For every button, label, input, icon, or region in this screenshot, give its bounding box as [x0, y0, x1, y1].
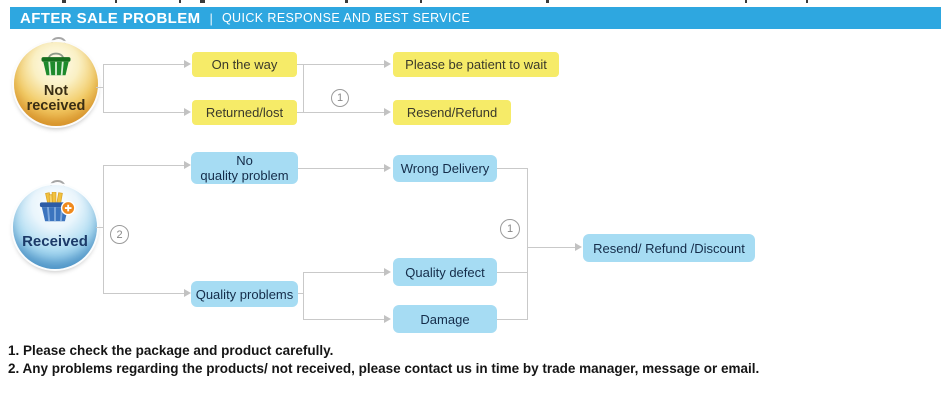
connector-line	[303, 64, 304, 113]
connector-line	[527, 247, 576, 248]
green-shopping-basket-icon	[36, 49, 76, 83]
clipped-text-artifact	[806, 0, 808, 3]
connector-line	[497, 272, 528, 273]
connector-line	[103, 165, 104, 294]
connector-line	[303, 319, 385, 320]
connector-line	[103, 64, 104, 113]
connector-line	[103, 112, 185, 113]
received-node: Received	[13, 185, 97, 269]
arrowhead-icon	[384, 164, 391, 172]
not-received-label-line2: received	[26, 98, 86, 114]
flow-node-returned-lost: Returned/lost	[192, 100, 297, 125]
flow-node-wrong-delivery: Wrong Delivery	[393, 155, 497, 182]
flow-node-quality-defect: Quality defect	[393, 258, 497, 286]
arrowhead-icon	[384, 315, 391, 323]
connector-line	[96, 87, 104, 88]
arrowhead-icon	[184, 289, 191, 297]
flow-node-please-be-patient: Please be patient to wait	[393, 52, 559, 77]
arrowhead-icon	[575, 243, 582, 251]
flow-node-resend-refund: Resend/Refund	[393, 100, 511, 125]
blue-shopping-basket-icon	[32, 191, 78, 230]
header-title: AFTER SALE PROBLEM	[20, 9, 201, 27]
connector-line	[298, 168, 385, 169]
clipped-text-artifact	[179, 0, 181, 3]
note-line-2: 2. Any problems regarding the products/ …	[8, 361, 760, 376]
connector-line	[103, 64, 185, 65]
arrowhead-icon	[184, 108, 191, 116]
received-label: Received	[22, 233, 88, 250]
header-separator: |	[209, 10, 213, 26]
flow-node-no-quality-problem: No quality problem	[191, 152, 298, 184]
connector-line	[497, 319, 528, 320]
flow-node-resend-refund-discount: Resend/ Refund /Discount	[583, 234, 755, 262]
arrowhead-icon	[184, 60, 191, 68]
connector-line	[298, 293, 304, 294]
no-quality-problem-line2: quality problem	[200, 168, 289, 183]
connector-line	[297, 64, 385, 65]
connector-line	[303, 272, 385, 273]
arrowhead-icon	[384, 60, 391, 68]
connector-line	[497, 168, 528, 169]
not-received-node: Not received	[14, 42, 98, 126]
clipped-text-artifact	[115, 0, 117, 3]
arrowhead-icon	[384, 268, 391, 276]
note-line-1: 1. Please check the package and product …	[8, 343, 334, 358]
clipped-text-artifact	[62, 0, 66, 3]
merge-badge-1: 1	[500, 219, 520, 239]
flow-node-on-the-way: On the way	[192, 52, 297, 77]
clipped-text-artifact	[546, 0, 549, 3]
header-subtitle: QUICK RESPONSE AND BEST SERVICE	[221, 11, 471, 25]
clipped-text-artifact	[745, 0, 747, 3]
flow-node-damage: Damage	[393, 305, 497, 333]
clipped-text-artifact	[345, 0, 348, 3]
no-quality-problem-line1: No	[236, 153, 253, 168]
step-badge-2: 2	[110, 225, 129, 244]
connector-line	[527, 168, 528, 320]
step-badge-1: 1	[331, 89, 349, 107]
connector-line	[103, 293, 185, 294]
section-header: AFTER SALE PROBLEM | QUICK RESPONSE AND …	[10, 7, 941, 29]
flow-node-quality-problems: Quality problems	[191, 281, 298, 307]
arrowhead-icon	[184, 161, 191, 169]
connector-line	[303, 272, 304, 320]
clipped-text-artifact	[200, 0, 205, 3]
not-received-label-line1: Not	[43, 83, 69, 99]
clipped-text-artifact	[420, 0, 422, 3]
arrowhead-icon	[384, 108, 391, 116]
connector-line	[103, 165, 185, 166]
connector-line	[96, 227, 104, 228]
connector-line	[297, 112, 385, 113]
